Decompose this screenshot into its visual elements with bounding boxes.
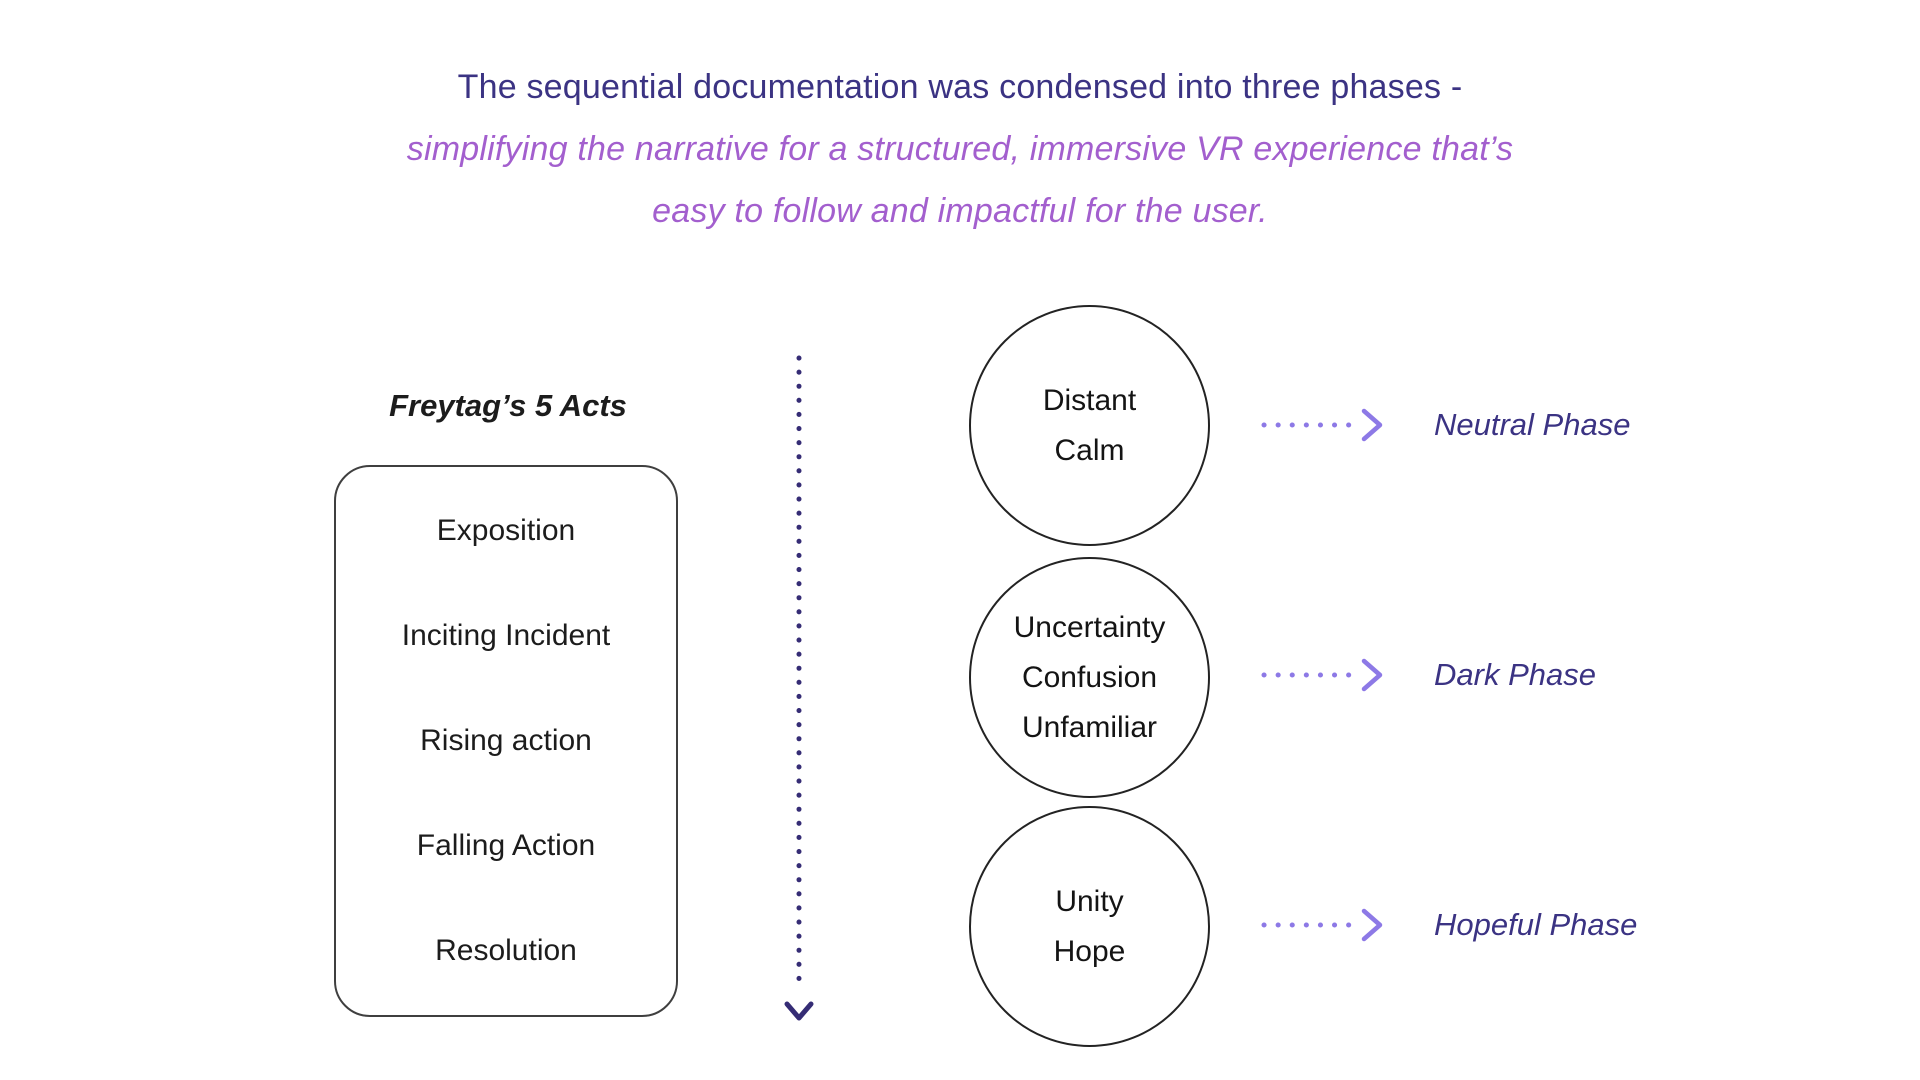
act-resolution: Resolution [435, 933, 577, 967]
circle-text-line: Unity [1055, 884, 1124, 918]
dotted-right-arrow-icon [1261, 908, 1383, 942]
phase-label-dark: Dark Phase [1434, 657, 1596, 692]
act-inciting-incident: Inciting Incident [401, 619, 611, 653]
phase-circle-dark: Uncertainty Confusion Unfamiliar [969, 557, 1210, 798]
freytag-acts-heading: Freytag’s 5 Acts [389, 388, 627, 423]
circle-text-line: Uncertainty [1013, 610, 1166, 644]
phase-circle-hopeful: Unity Hope [969, 806, 1210, 1047]
title-line-accent-1: simplifying the narrative for a structur… [406, 130, 1514, 168]
act-exposition: Exposition [436, 514, 576, 548]
circle-text-line: Calm [1054, 433, 1125, 467]
phase-circle-neutral: Distant Calm [969, 305, 1210, 546]
freytag-acts-box: Exposition Inciting Incident Rising acti… [334, 465, 678, 1017]
dotted-right-arrow-icon [1261, 658, 1383, 692]
title-line-accent-2: easy to follow and impactful for the use… [652, 192, 1268, 230]
act-rising-action: Rising action [420, 723, 592, 757]
act-falling-action: Falling Action [416, 828, 596, 862]
phase-label-hopeful: Hopeful Phase [1434, 907, 1638, 942]
title-block: The sequential documentation was condens… [0, 56, 1920, 242]
circle-text-line: Hope [1053, 934, 1126, 968]
dotted-right-arrow-icon [1261, 408, 1383, 442]
circle-text-line: Confusion [1021, 660, 1158, 694]
timeline-down-arrow-icon [784, 355, 814, 1021]
title-line-primary: The sequential documentation was condens… [457, 68, 1463, 106]
circle-text-line: Distant [1042, 383, 1137, 417]
phase-label-neutral: Neutral Phase [1434, 407, 1631, 442]
circle-text-line: Unfamiliar [1021, 710, 1158, 744]
